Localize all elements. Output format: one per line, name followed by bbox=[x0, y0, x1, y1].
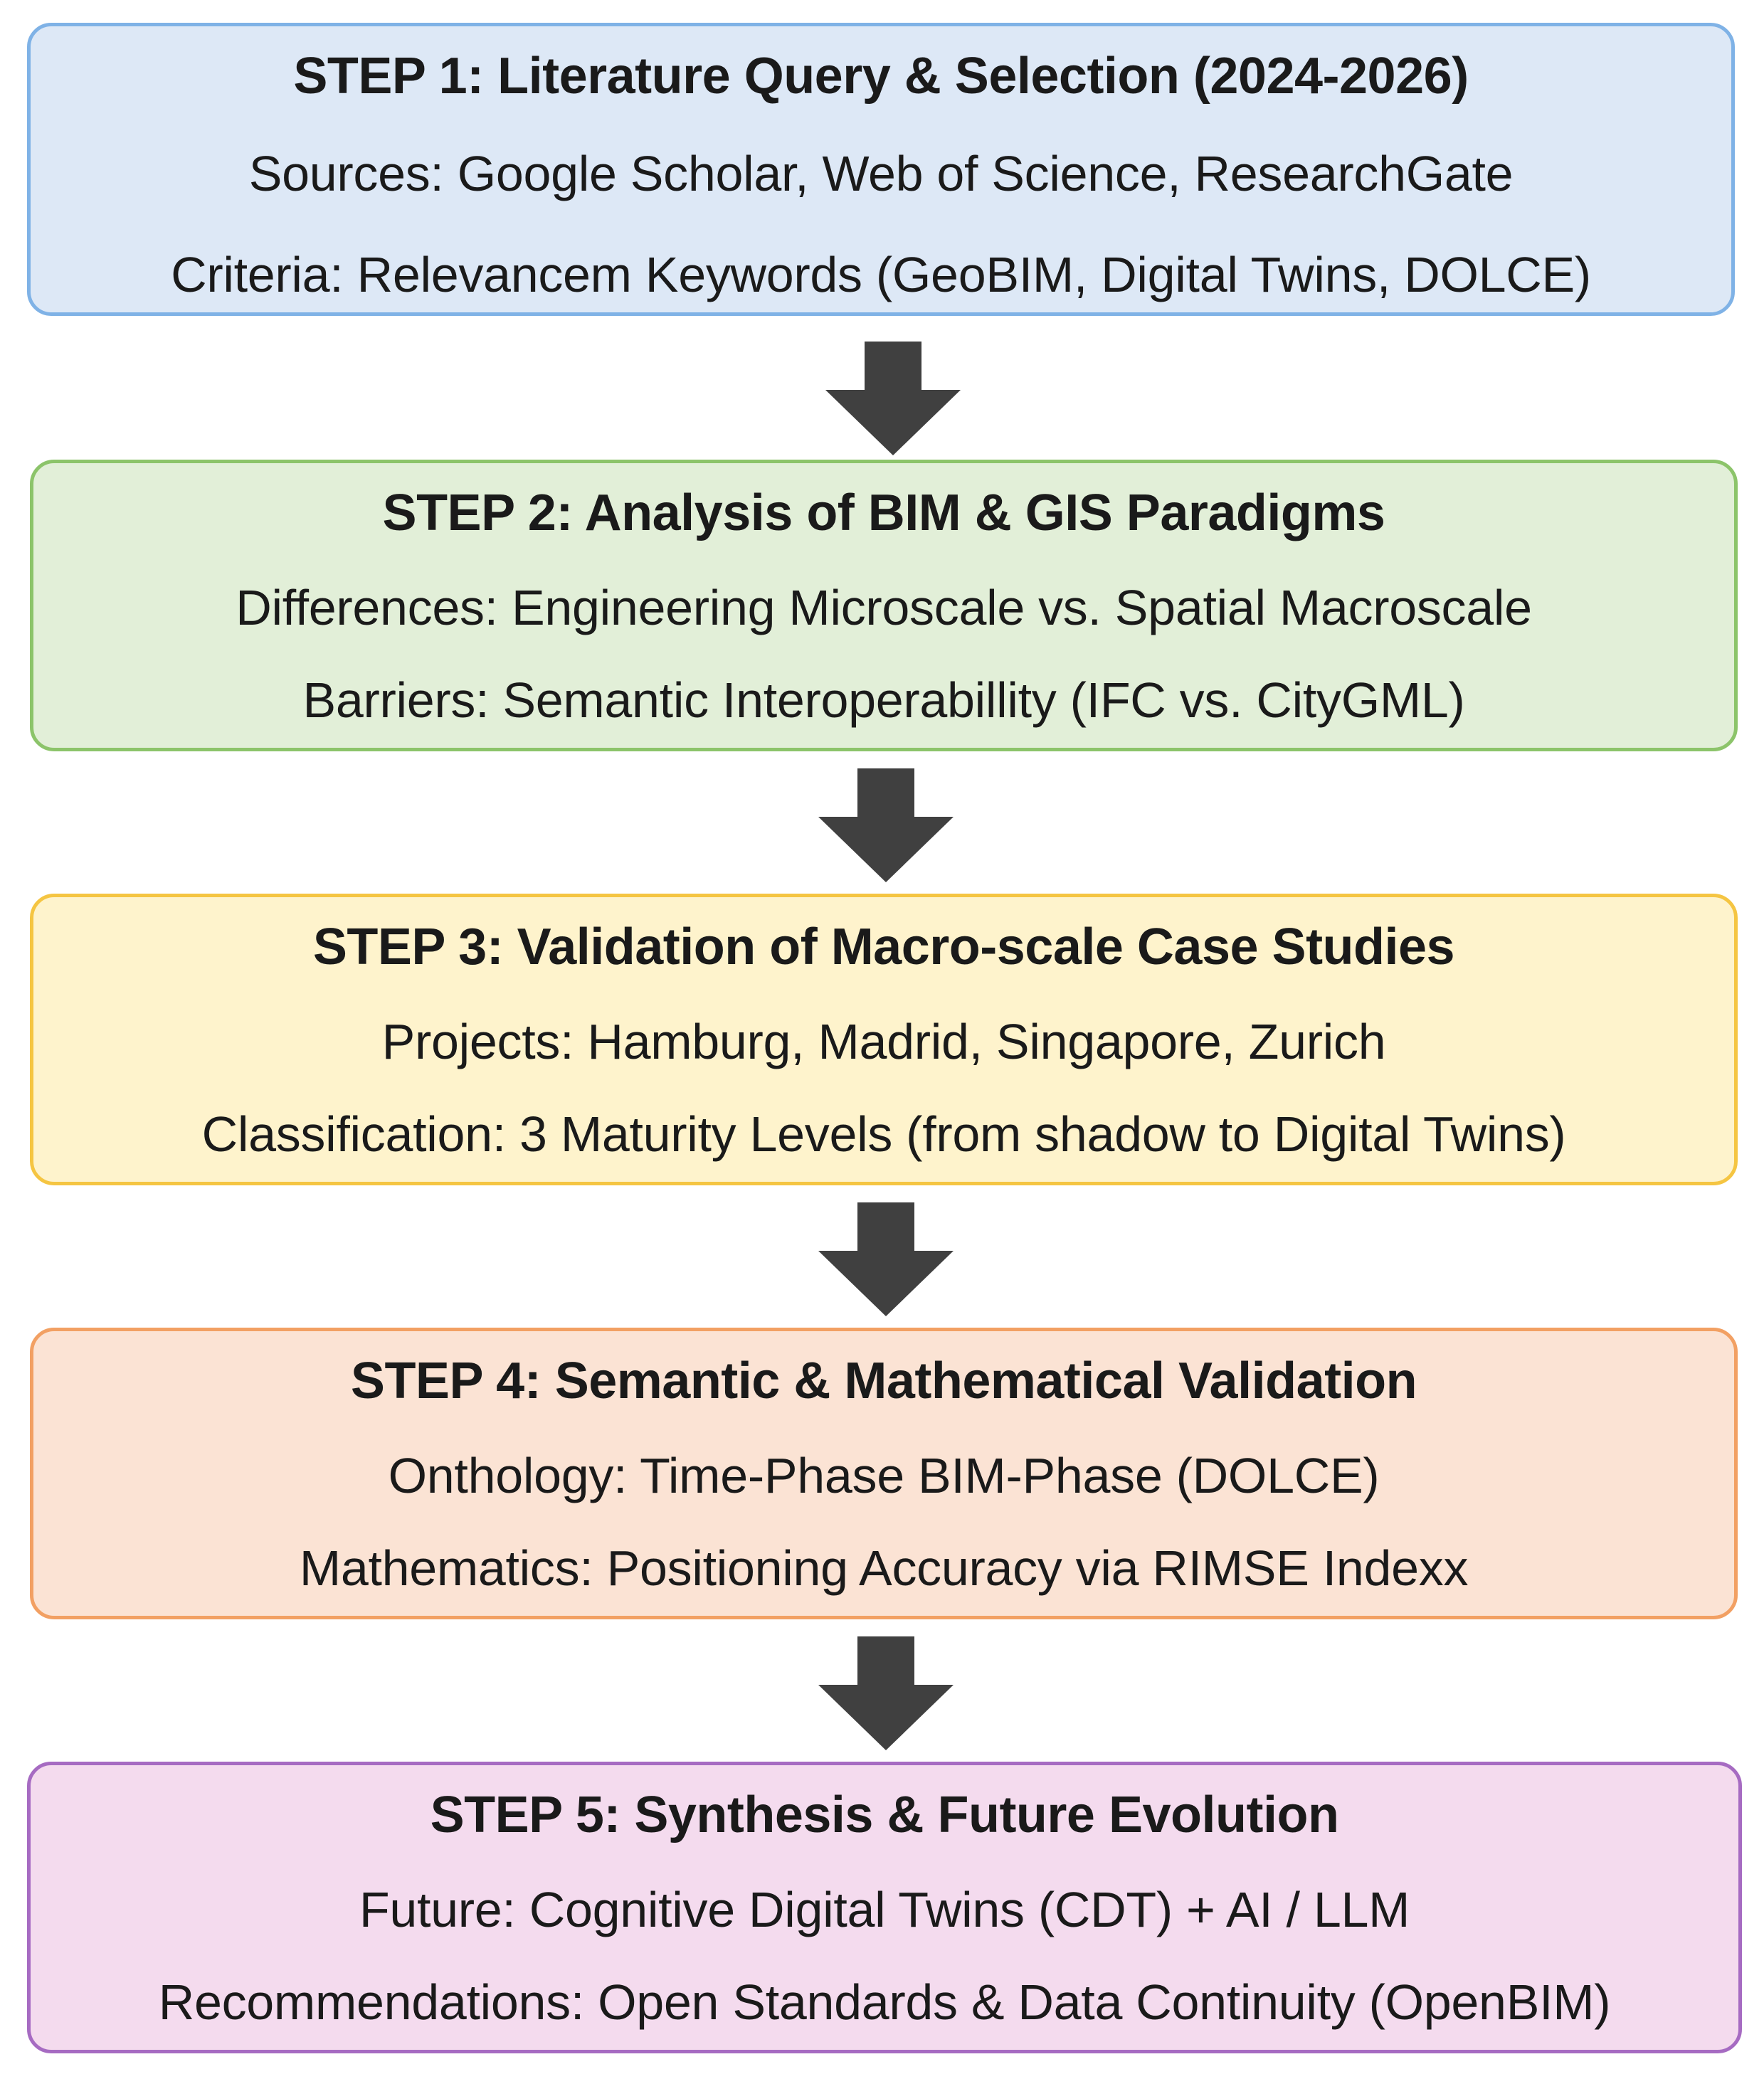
step-2-differences: Differences: Engineering Microscale vs. … bbox=[236, 580, 1532, 635]
step-1-sources: Sources: Google Scholar, Web of Science,… bbox=[248, 146, 1514, 201]
step-3-projects: Projects: Hamburg, Madrid, Singapore, Zu… bbox=[381, 1014, 1386, 1069]
step-3-box: STEP 3: Validation of Macro-scale Case S… bbox=[30, 894, 1738, 1185]
step-1-title: STEP 1: Literature Query & Selection (20… bbox=[293, 48, 1469, 105]
arrow-down-icon bbox=[818, 768, 954, 882]
step-5-future: Future: Cognitive Digital Twins (CDT) + … bbox=[359, 1882, 1410, 1937]
step-4-mathematics: Mathematics: Positioning Accuracy via RI… bbox=[299, 1540, 1469, 1596]
step-2-barriers: Barriers: Semantic Interoperabillity (IF… bbox=[302, 672, 1465, 728]
step-2-box: STEP 2: Analysis of BIM & GIS Paradigms … bbox=[30, 460, 1738, 751]
step-3-classification: Classification: 3 Maturity Levels (from … bbox=[201, 1106, 1566, 1162]
step-5-box: STEP 5: Synthesis & Future Evolution Fut… bbox=[27, 1762, 1742, 2053]
step-4-ontology: Onthology: Time-Phase BIM-Phase (DOLCE) bbox=[388, 1448, 1380, 1503]
arrow-down-icon bbox=[818, 1202, 954, 1316]
step-1-box: STEP 1: Literature Query & Selection (20… bbox=[27, 23, 1735, 316]
arrow-down-icon bbox=[825, 342, 961, 455]
step-5-recommendations: Recommendations: Open Standards & Data C… bbox=[158, 1974, 1611, 2030]
step-3-title: STEP 3: Validation of Macro-scale Case S… bbox=[312, 919, 1455, 975]
step-4-box: STEP 4: Semantic & Mathematical Validati… bbox=[30, 1328, 1738, 1619]
step-2-title: STEP 2: Analysis of BIM & GIS Paradigms bbox=[382, 485, 1385, 541]
step-1-criteria: Criteria: Relevancem Keywords (GeoBIM, D… bbox=[171, 247, 1591, 302]
step-4-title: STEP 4: Semantic & Mathematical Validati… bbox=[350, 1353, 1417, 1409]
step-5-title: STEP 5: Synthesis & Future Evolution bbox=[430, 1787, 1339, 1843]
arrow-down-icon bbox=[818, 1636, 954, 1750]
